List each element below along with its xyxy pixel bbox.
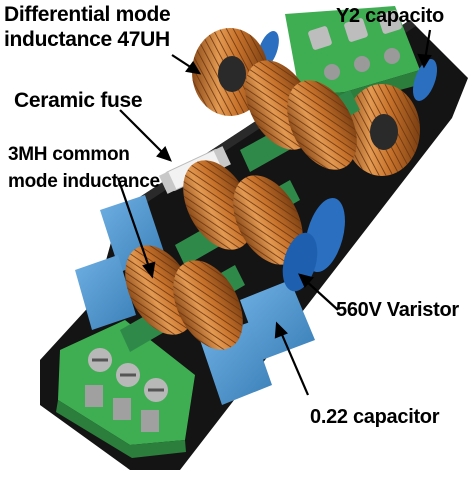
label-differential-mode-inductance: Differential mode inductance 47UH xyxy=(4,2,171,52)
bottom-terminal-block xyxy=(56,320,195,458)
label-common-mode-line2: mode inductance xyxy=(8,171,160,192)
label-common-mode-inductance: 3MH common mode inductance xyxy=(8,141,160,195)
label-differential-line2: inductance 47UH xyxy=(4,28,170,51)
differential-toroid-left xyxy=(192,28,268,116)
annotation-arrows xyxy=(116,29,432,396)
common-mode-choke-lower xyxy=(120,245,245,352)
label-differential-line1: Differential mode xyxy=(4,3,171,26)
label-022-capacitor: 0.22 capacitor xyxy=(310,406,440,428)
common-mode-choke-middle xyxy=(175,160,303,266)
label-ceramic-fuse: Ceramic fuse xyxy=(14,89,143,112)
differential-toroid-right xyxy=(344,84,420,176)
label-y2-capacitor: Y2 capacito xyxy=(336,5,444,27)
common-mode-choke-upper xyxy=(240,60,360,172)
label-varistor: 560V Varistor xyxy=(336,299,459,321)
label-common-mode-line1: 3MH common xyxy=(8,144,130,165)
